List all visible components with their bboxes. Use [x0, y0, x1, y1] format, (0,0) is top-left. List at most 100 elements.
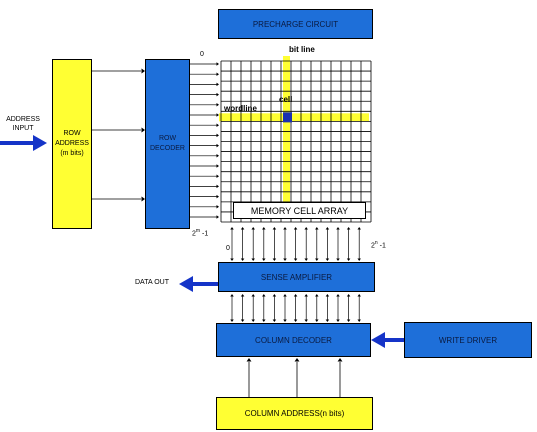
- column-line-arrowhead-up: [293, 294, 298, 297]
- bit-line-arrowhead-up: [262, 227, 266, 230]
- column-address-bus-arrowhead: [337, 358, 343, 362]
- column-index-last-label: 2n -1: [371, 240, 386, 249]
- row-select-arrowhead: [216, 103, 219, 107]
- column-index-first-label: 0: [226, 245, 230, 252]
- row-select-arrowhead: [216, 205, 219, 209]
- column-index-last-exponent: n: [374, 240, 378, 246]
- column-index-last-base: 2: [371, 242, 375, 250]
- row-select-arrowhead: [216, 72, 219, 76]
- bit-line-arrowhead-up: [357, 227, 361, 230]
- row-select-arrowhead: [216, 154, 219, 158]
- bit-line-arrowhead-up: [346, 227, 351, 230]
- column-address-block: COLUMN ADDRESS(n bits): [216, 397, 373, 430]
- write-driver-arrow-shaft: [385, 338, 404, 342]
- bit-line-arrowhead-down: [240, 258, 245, 261]
- bit-line-arrowhead-up: [336, 227, 340, 230]
- bit-line-arrowhead-down: [293, 258, 298, 261]
- row-select-arrowhead: [216, 113, 219, 117]
- row-select-arrowhead: [216, 133, 219, 138]
- column-line-arrowhead-down: [230, 319, 234, 322]
- column-line-arrowhead-down: [315, 319, 319, 322]
- cell-label: cell: [279, 95, 293, 104]
- row-index-last-exponent: m: [195, 228, 201, 234]
- bit-line-arrowhead-down: [357, 258, 361, 261]
- address-input-arrow-head: [33, 135, 47, 151]
- row-address-label-line2: ADDRESS: [55, 140, 89, 147]
- column-line-arrowhead-down: [346, 319, 351, 322]
- column-line-arrowhead-up: [357, 294, 361, 297]
- column-line-arrowhead-up: [272, 294, 277, 297]
- column-line-arrowhead-down: [262, 319, 266, 322]
- address-input-line1: ADDRESS: [6, 116, 40, 123]
- sense-amplifier-block: SENSE AMPLIFIER: [218, 262, 375, 292]
- row-select-arrowhead: [216, 143, 219, 148]
- bit-line-arrowhead-down: [230, 258, 234, 261]
- column-line-arrowhead-up: [283, 294, 287, 297]
- column-line-arrowhead-down: [357, 319, 361, 322]
- row-select-arrowhead: [216, 123, 219, 127]
- column-line-arrowhead-up: [346, 294, 351, 297]
- column-address-label: COLUMN ADDRESS(n bits): [244, 409, 345, 418]
- row-address-label-line1: ROW: [63, 130, 81, 137]
- data-out-arrow-head: [179, 276, 193, 292]
- address-input-arrow-shaft: [0, 141, 33, 145]
- bit-line-arrowhead-up: [240, 227, 245, 230]
- bit-line-arrowhead-up: [293, 227, 298, 230]
- row-select-arrowhead: [216, 164, 219, 168]
- wordline-label: wordline: [224, 104, 257, 113]
- column-decoder-label: COLUMN DECODER: [255, 335, 332, 345]
- column-line-arrowhead-up: [230, 294, 234, 297]
- column-line-arrowhead-down: [293, 319, 298, 322]
- bit-line-arrowhead-up: [325, 227, 330, 230]
- bit-line-arrowhead-down: [272, 258, 277, 261]
- bit-line-arrowhead-up: [315, 227, 319, 230]
- row-select-arrowhead: [216, 194, 219, 199]
- column-line-arrowhead-up: [240, 294, 245, 297]
- column-line-arrowhead-up: [262, 294, 266, 297]
- row-select-arrowhead: [216, 215, 219, 219]
- row-address-bus-arrowhead: [141, 68, 145, 74]
- memory-cell-array-label: MEMORY CELL ARRAY: [250, 205, 349, 216]
- bit-line-arrowhead-up: [283, 227, 287, 230]
- column-line-arrowhead-up: [315, 294, 319, 297]
- sense-amplifier-label: SENSE AMPLIFIER: [260, 272, 333, 282]
- row-select-arrowhead: [216, 92, 219, 97]
- address-input-line2: INPUT: [12, 125, 34, 132]
- column-address-bus-arrowhead: [294, 358, 300, 362]
- column-line-arrowhead-up: [325, 294, 330, 297]
- column-line-arrowhead-up: [336, 294, 340, 297]
- bit-line-arrowhead-down: [262, 258, 266, 261]
- bit-line-arrowhead-down: [325, 258, 330, 261]
- row-address-block: ROW ADDRESS (m bits): [52, 59, 92, 229]
- precharge-circuit-block: PRECHARGE CIRCUIT: [218, 9, 373, 39]
- write-driver-arrow-head: [371, 332, 385, 348]
- word-line-highlight: [219, 113, 369, 122]
- data-out-label: DATA OUT: [135, 279, 169, 286]
- column-line-arrowhead-down: [283, 319, 287, 322]
- column-line-arrowhead-down: [336, 319, 340, 322]
- column-line-arrowhead-down: [272, 319, 277, 322]
- bit-line-arrowhead-down: [315, 258, 319, 261]
- selected-cell-marker: [283, 112, 292, 123]
- column-line-arrowhead-down: [251, 319, 255, 322]
- column-line-arrowhead-down: [304, 319, 308, 322]
- bit-line-arrowhead-up: [304, 227, 308, 230]
- bit-line-arrowhead-down: [346, 258, 351, 261]
- column-address-bus-arrowhead: [246, 358, 252, 362]
- row-decoder-label-line2: DECODER: [149, 145, 185, 152]
- row-address-label-line3: (m bits): [60, 150, 84, 157]
- bit-line-arrowhead-up: [230, 227, 234, 230]
- precharge-circuit-label: PRECHARGE CIRCUIT: [252, 19, 339, 29]
- row-address-bus-arrowhead: [141, 127, 145, 133]
- row-decoder-label-line1: ROW: [158, 135, 177, 142]
- column-line-arrowhead-up: [251, 294, 255, 297]
- data-out-arrow-shaft: [192, 282, 218, 286]
- row-decoder-block: ROW DECODER: [145, 59, 190, 229]
- row-index-last-base: 2: [192, 230, 196, 238]
- row-select-arrowhead: [216, 184, 219, 189]
- row-index-first-label: 0: [200, 51, 204, 58]
- bit-line-highlight: [283, 56, 290, 211]
- bit-line-arrowhead-down: [304, 258, 308, 261]
